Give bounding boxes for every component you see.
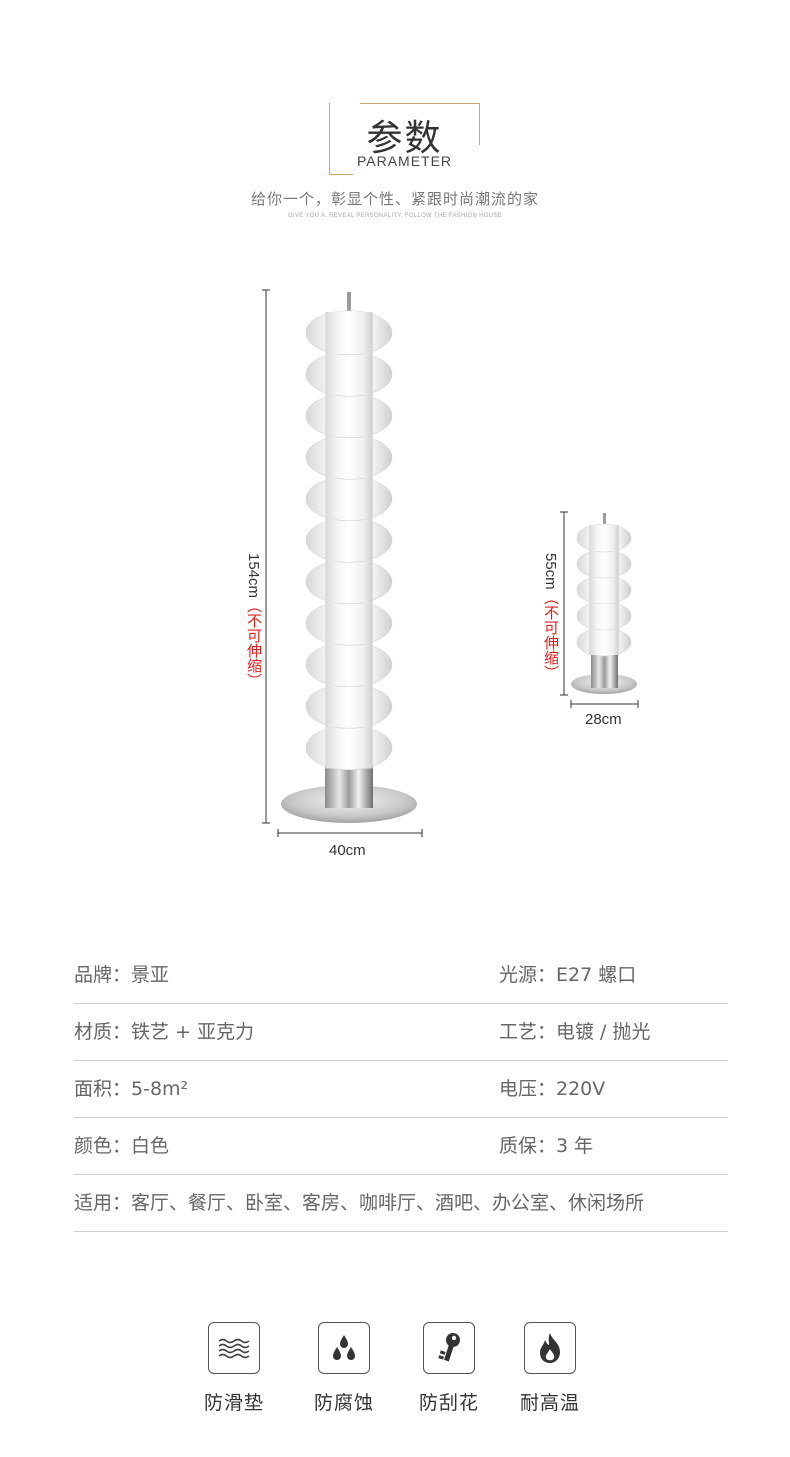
small-lamp-dimension-lines <box>560 511 639 708</box>
spec-light-source: 光源：E27 螺口 <box>499 964 637 986</box>
small-lamp-note: 不可伸缩 <box>542 604 559 665</box>
glass-ring-waist <box>325 353 373 395</box>
key-icon <box>423 1322 475 1374</box>
feature-heat-resistant: 耐高温 <box>500 1322 600 1415</box>
drops-icon <box>318 1322 370 1374</box>
waves-icon <box>208 1322 260 1374</box>
title-frame-top <box>360 103 480 104</box>
large-lamp-height-label: 154cm（不可伸缩） <box>243 553 264 688</box>
glass-ring-waist <box>589 577 619 603</box>
spec-voltage: 电压：220V <box>499 1078 606 1100</box>
large-lamp-dimension-lines <box>262 289 423 837</box>
slogan-english: GIVE YOU A, REVEAL PERSONALITY, FOLLOW T… <box>288 213 502 219</box>
section-subtitle: PARAMETER <box>356 153 453 169</box>
small-lamp-note-close: ） <box>542 664 559 680</box>
large-lamp-note-open: （ <box>245 598 262 614</box>
glass-ring-waist <box>325 436 373 478</box>
glass-ring-waist <box>325 685 373 727</box>
spec-material: 材质：铁艺 + 亚克力 <box>74 1021 254 1043</box>
spec-craft: 工艺：电镀 / 抛光 <box>499 1021 651 1043</box>
glass-ring-waist <box>325 478 373 520</box>
title-frame-right <box>479 103 480 145</box>
spec-row: 材质：铁艺 + 亚克力 工艺：电镀 / 抛光 <box>74 1003 728 1061</box>
glass-ring-waist <box>325 561 373 603</box>
title-frame-left <box>329 103 330 175</box>
large-lamp-illustration <box>281 292 417 823</box>
feature-label: 防腐蚀 <box>313 1392 374 1414</box>
spec-row: 面积：5-8m² 电压：220V <box>74 1060 728 1118</box>
glass-ring-waist <box>589 603 619 629</box>
glass-ring-waist <box>325 395 373 437</box>
spec-warranty: 质保：3 年 <box>499 1135 594 1157</box>
spec-row: 品牌：景亚 光源：E27 螺口 <box>74 946 728 1004</box>
glass-ring-waist <box>325 602 373 644</box>
title-frame-bottom <box>329 174 353 175</box>
spec-area: 面积：5-8m² <box>74 1078 189 1100</box>
small-lamp-height-value: 55cm <box>542 553 559 590</box>
glass-ring-waist <box>589 551 619 577</box>
section-title: 参数 <box>366 118 443 159</box>
large-lamp-width-label: 40cm <box>329 842 366 859</box>
spec-brand: 品牌：景亚 <box>74 964 170 986</box>
slogan: 给你一个，彰显个性、紧跟时尚潮流的家 <box>250 190 539 208</box>
feature-label: 防滑垫 <box>203 1392 264 1414</box>
glass-ring-waist <box>589 629 619 655</box>
feature-label: 防刮花 <box>418 1392 479 1414</box>
feature-anti-slip: 防滑垫 <box>184 1322 284 1415</box>
glass-ring-waist <box>325 644 373 686</box>
glass-ring-waist <box>325 727 373 769</box>
section-title-box: 参数 PARAMETER <box>329 103 480 175</box>
lamp-dimension-drawing <box>262 289 639 837</box>
small-lamp-width-label: 28cm <box>585 711 622 728</box>
glass-ring-waist <box>325 312 373 354</box>
large-lamp-note: 不可伸缩 <box>245 613 262 674</box>
small-lamp-note-open: （ <box>542 589 559 605</box>
spec-color: 颜色：白色 <box>74 1135 170 1157</box>
small-lamp-illustration <box>571 513 637 694</box>
glass-ring-waist <box>589 525 619 551</box>
spec-row: 颜色：白色 质保：3 年 <box>74 1117 728 1175</box>
feature-anti-corrosion: 防腐蚀 <box>294 1322 394 1415</box>
large-lamp-note-close: ） <box>245 673 262 689</box>
feature-label: 耐高温 <box>519 1392 580 1414</box>
spec-applicable: 适用：客厅、餐厅、卧室、客房、咖啡厅、酒吧、办公室、休闲场所 <box>74 1192 645 1214</box>
glass-ring-waist <box>325 519 373 561</box>
spec-row: 适用：客厅、餐厅、卧室、客房、咖啡厅、酒吧、办公室、休闲场所 <box>74 1174 728 1232</box>
large-lamp-height-value: 154cm <box>245 553 262 599</box>
feature-anti-scratch: 防刮花 <box>399 1322 499 1415</box>
flame-icon <box>524 1322 576 1374</box>
small-lamp-height-label: 55cm（不可伸缩） <box>540 553 561 680</box>
